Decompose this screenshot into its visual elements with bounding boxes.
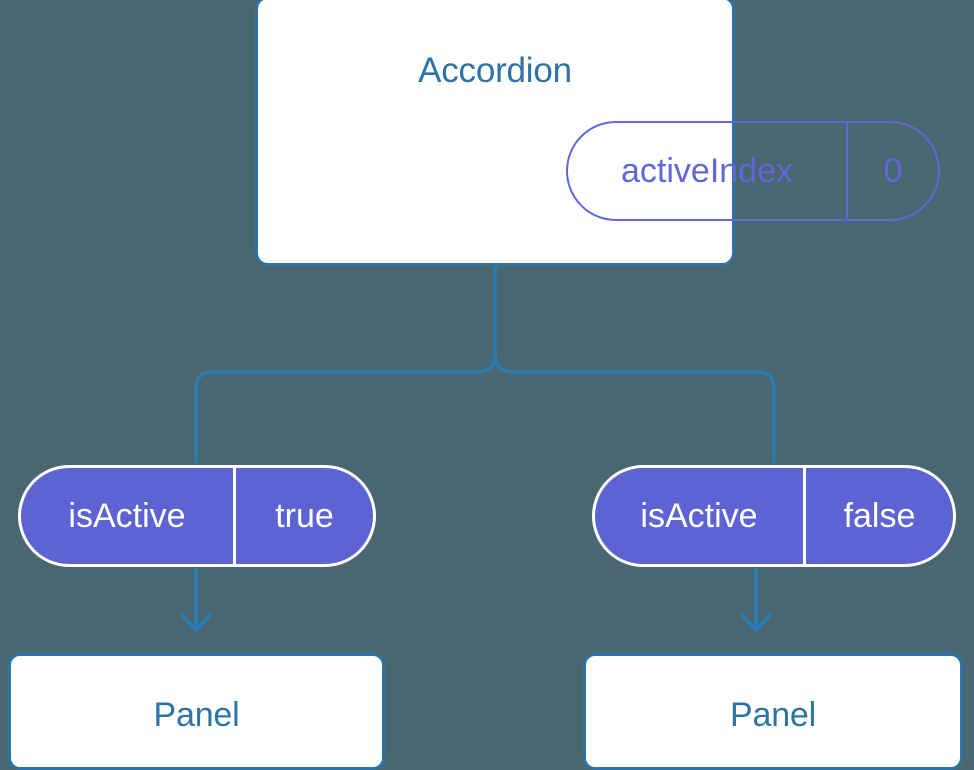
state-pill-is-active-false-key: isActive — [640, 496, 758, 535]
state-pill-is-active-true[interactable]: isActive true — [18, 465, 376, 567]
state-pill-is-active-false[interactable]: isActive false — [592, 465, 956, 567]
panel-card-right-title: Panel — [730, 696, 816, 734]
state-pill-is-active-false-value: false — [803, 468, 953, 564]
connector-branch-left — [194, 353, 497, 464]
accordion-component-card[interactable]: Accordion activeIndex 0 — [255, 0, 940, 266]
accordion-card-title: Accordion — [418, 51, 572, 90]
connector-branch-right — [493, 353, 776, 464]
arrow-left-pill-to-panel — [180, 568, 212, 632]
panel-component-card-right[interactable]: Panel — [583, 653, 963, 770]
state-pill-is-active-true-key: isActive — [68, 496, 186, 535]
state-pill-is-active-true-value: true — [233, 468, 373, 564]
arrow-right-pill-to-panel — [740, 568, 772, 632]
state-pill-active-index-key: activeIndex — [621, 151, 793, 190]
state-pill-active-index[interactable]: activeIndex 0 — [566, 121, 940, 221]
panel-card-left-title: Panel — [153, 696, 240, 734]
state-pill-active-index-value: 0 — [846, 123, 938, 219]
panel-component-card-left[interactable]: Panel — [8, 653, 385, 770]
